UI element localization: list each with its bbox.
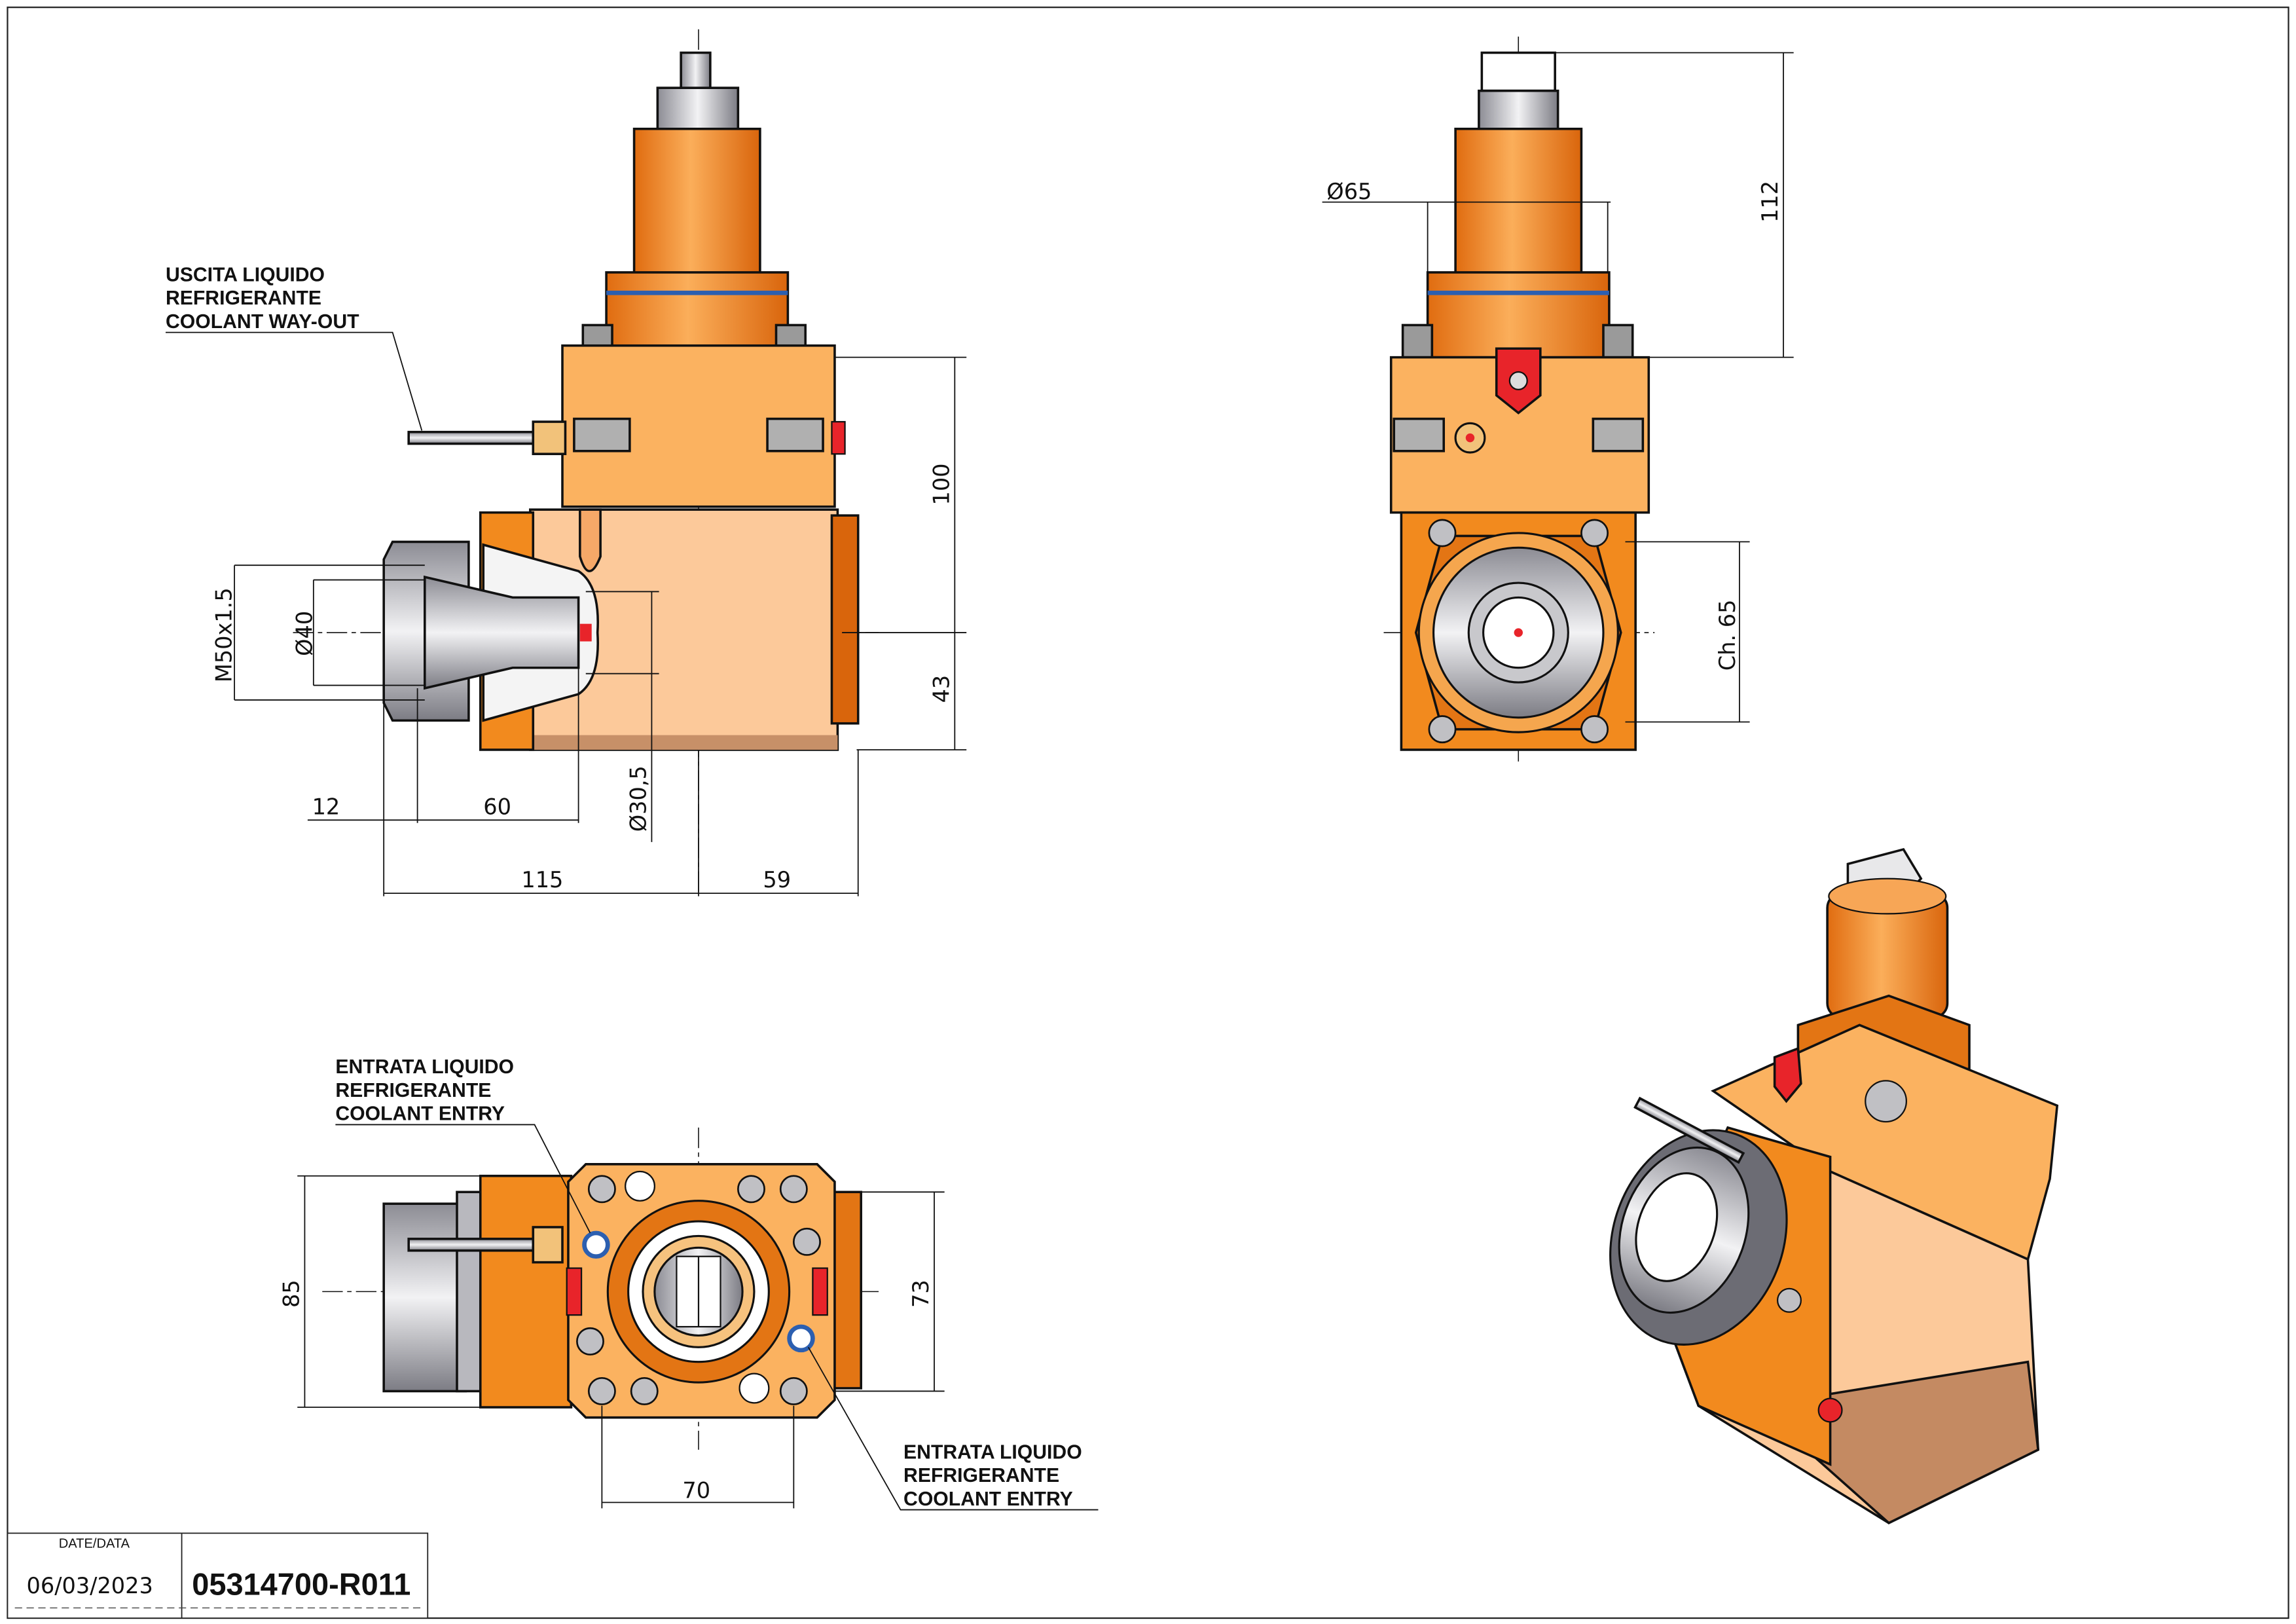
title-block: DATE/DATA 06/03/2023 05314700-R011 — [7, 1532, 429, 1619]
dim-12: 12 — [312, 794, 340, 819]
coolant-out-line-3: COOLANT WAY-OUT — [166, 311, 359, 333]
dim-dia-30-5: Ø30,5 — [625, 766, 651, 832]
coolant-out-line-2: REFRIGERANTE — [166, 287, 321, 309]
dim-hex-65: Ch. 65 — [1715, 600, 1740, 671]
front-view-dimensions: 100 43 M50x1.5 Ø40 Ø30,5 12 60 115 59 — [211, 356, 967, 896]
coolant-way-out-callout: USCITA LIQUIDO REFRIGERANTE COOLANT WAY-… — [165, 264, 423, 431]
dim-100: 100 — [928, 463, 954, 505]
dim-112: 112 — [1757, 181, 1783, 223]
date-label: DATE/DATA — [59, 1537, 130, 1551]
dim-60: 60 — [483, 794, 511, 819]
dim-dia-40: Ø40 — [292, 611, 318, 656]
coolant-entry-callout-bottom: ENTRATA LIQUIDO REFRIGERANTE COOLANT ENT… — [807, 1346, 1099, 1511]
side-view-dimensions: Ø65 112 Ch. 65 — [1322, 52, 1794, 723]
coolant-entry-callout-top: ENTRATA LIQUIDO REFRIGERANTE COOLANT ENT… — [335, 1056, 591, 1234]
coolant-entry-top-line-1: ENTRATA LIQUIDO — [335, 1056, 514, 1078]
coolant-out-line-1: USCITA LIQUIDO — [166, 264, 325, 286]
dim-59: 59 — [763, 867, 791, 893]
drawing-frame — [7, 7, 2289, 1619]
dim-115: 115 — [521, 867, 563, 893]
bottom-view — [322, 1127, 879, 1450]
drawing-code: 05314700-R011 — [192, 1566, 410, 1601]
dim-73: 73 — [908, 1280, 934, 1308]
coolant-entry-top-line-2: REFRIGERANTE — [335, 1080, 491, 1101]
side-view — [1383, 36, 1655, 762]
dim-85: 85 — [278, 1280, 304, 1308]
dim-43: 43 — [928, 675, 954, 703]
date-value: 06/03/2023 — [27, 1573, 153, 1598]
coolant-entry-bottom-line-3: COOLANT ENTRY — [903, 1488, 1073, 1510]
dim-70: 70 — [682, 1478, 710, 1504]
front-view — [293, 29, 879, 894]
coolant-entry-bottom-line-2: REFRIGERANTE — [903, 1465, 1059, 1486]
coolant-entry-top-line-3: COOLANT ENTRY — [335, 1103, 505, 1125]
isometric-view — [1609, 847, 2059, 1524]
dim-dia-65: Ø65 — [1326, 179, 1372, 204]
coolant-entry-bottom-line-1: ENTRATA LIQUIDO — [903, 1441, 1082, 1463]
bottom-view-dimensions: 85 73 70 — [278, 1175, 945, 1509]
dim-thread: M50x1.5 — [211, 587, 237, 682]
